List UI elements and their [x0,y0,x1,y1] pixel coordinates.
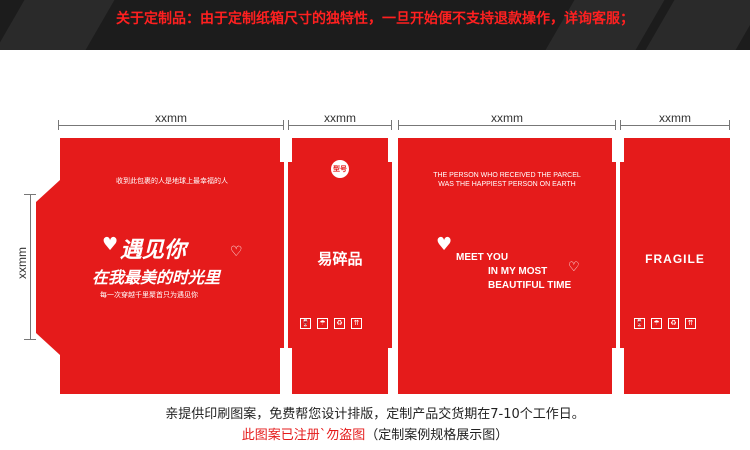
heart-outline-icon: ♡ [230,244,243,260]
dimension-width-1: xxmm [58,111,284,130]
box-panel-4: FRAGILE 🍷 ☂ ♻ ⇈ [620,138,730,394]
footer-caption: （定制案例规格展示图） [365,428,509,443]
box-panel-1: 收到此包裹的人是地球上最幸福的人 ♥ 遇见你 ♡ 在我最美的时光里 每一次穿越千… [60,138,284,394]
panel3-line1: MEET YOU [456,252,509,263]
top-banner: 关于定制品：由于定制纸箱尺寸的独特性，一旦开始便不支持退款操作，详询客服； [0,0,750,50]
box-panel-3: THE PERSON WHO RECEIVED THE PARCEL WAS T… [398,138,616,394]
dimension-width-2: xxmm [288,111,392,130]
this-way-up-icon: ⇈ [685,318,696,329]
dimension-label: xxmm [324,111,356,125]
glue-flap [36,180,60,355]
panel3-line3: BEAUTIFUL TIME [488,280,572,291]
footer-info: 亲提供印刷图案，免费帮您设计排版，定制产品交货期在7-10个工作日。 [165,407,585,422]
box-panel-2: 型号 易碎品 🍷 ☂ ♻ ⇈ [288,138,392,394]
glass-icon: 🍷 [634,318,645,329]
dimension-label: xxmm [659,111,691,125]
flap-slot [288,348,292,394]
flap-slot [280,138,284,162]
panel1-line3: 每一次穿越千里聚首只为遇见你 [100,291,198,299]
flap-slot [388,348,392,394]
dimension-width-4: xxmm [620,111,730,130]
panel1-top-caption: 收到此包裹的人是地球上最幸福的人 [116,177,228,185]
flap-slot [620,138,624,162]
panel4-fragile-en: FRAGILE [645,252,705,266]
panel2-fragile-cn: 易碎品 [317,250,363,268]
model-badge: 型号 [331,160,349,178]
dimension-label: xxmm [155,111,187,125]
footer-notice: 此图案已注册`勿盗图（定制案例规格展示图） [0,424,750,443]
umbrella-icon: ☂ [651,318,662,329]
panel1-line1: 遇见你 [120,238,187,263]
panel1-line2: 在我最美的时光里 [92,268,221,287]
dimension-label: xxmm [15,247,29,279]
flap-slot [620,348,624,394]
dimension-width-3: xxmm [398,111,616,130]
heart-icon: ♥ [102,234,119,255]
heart-icon: ♥ [436,234,453,255]
recycle-icon: ♻ [668,318,679,329]
dimension-label: xxmm [491,111,523,125]
banner-notice: 关于定制品：由于定制纸箱尺寸的独特性，一旦开始便不支持退款操作，详询客服； [116,11,634,27]
panel3-top-line1: THE PERSON WHO RECEIVED THE PARCEL [433,172,581,179]
dimension-height: xxmm [15,194,36,340]
flap-slot [388,138,392,162]
flap-slot [612,348,616,394]
flap-slot [288,138,292,162]
panel3-line2: IN MY MOST [488,266,548,277]
this-way-up-icon: ⇈ [351,318,362,329]
copyright-warning: 此图案已注册`勿盗图 [241,428,366,443]
flap-slot [612,138,616,162]
panel3-top-line2: WAS THE HAPPIEST PERSON ON EARTH [438,181,576,188]
recycle-icon: ♻ [334,318,345,329]
umbrella-icon: ☂ [317,318,328,329]
glass-icon: 🍷 [300,318,311,329]
handling-icons: 🍷 ☂ ♻ ⇈ [634,318,696,329]
handling-icons: 🍷 ☂ ♻ ⇈ [300,318,362,329]
flap-slot [280,348,284,394]
heart-outline-icon: ♡ [568,260,580,275]
